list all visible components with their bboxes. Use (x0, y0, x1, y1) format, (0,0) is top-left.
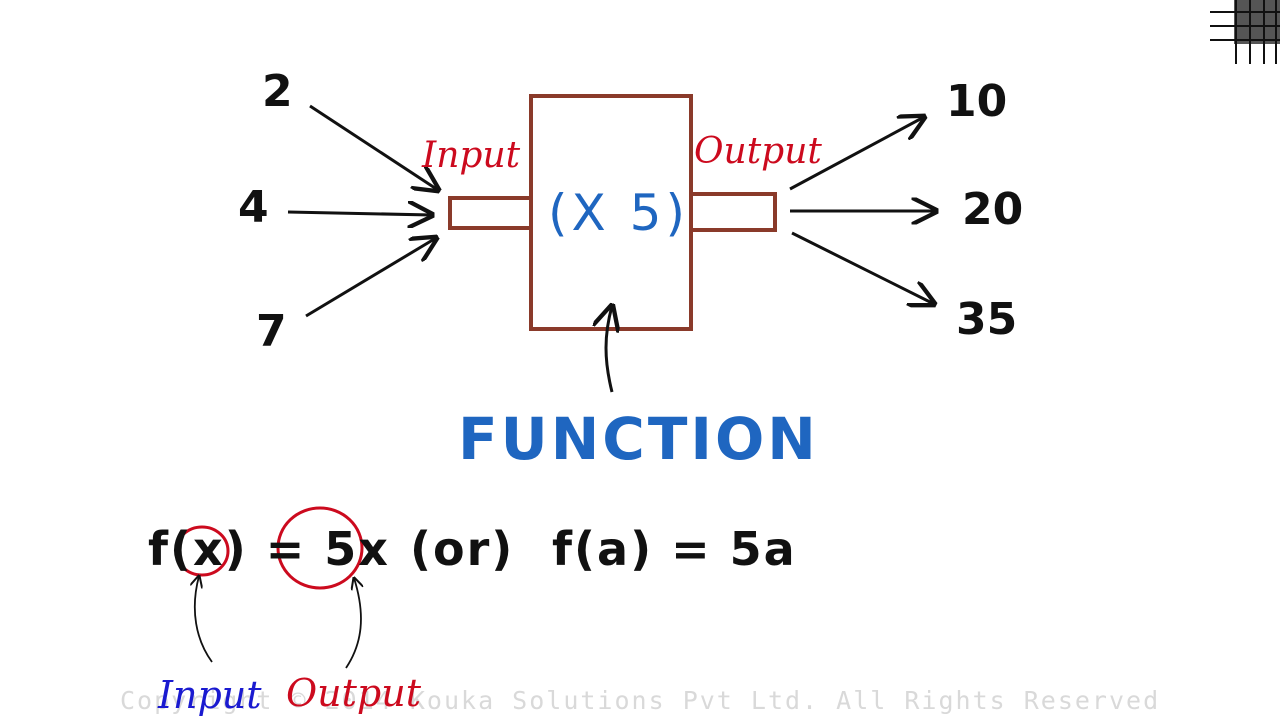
arrow-bottom-output (345, 578, 361, 669)
equation-or: (or) (410, 522, 515, 576)
arrow-output-10 (789, 117, 924, 191)
box-operation-text: (X 5) (548, 184, 689, 242)
arrow-function-pointer (606, 306, 612, 393)
output-value-20: 20 (962, 184, 1024, 235)
input-value-4: 4 (238, 182, 269, 233)
grid-logo (1210, 0, 1280, 64)
arrow-input-4 (287, 212, 432, 215)
output-stub (689, 192, 777, 232)
output-value-35: 35 (956, 294, 1018, 345)
output-value-10: 10 (946, 76, 1008, 127)
circle-output-5x (276, 506, 364, 590)
input-value-7: 7 (256, 306, 287, 357)
function-label: FUNCTION (458, 405, 819, 473)
arrow-input-2 (309, 104, 438, 190)
arrow-input-7 (305, 238, 436, 318)
input-label: Input (422, 135, 521, 176)
output-label: Output (694, 131, 822, 172)
input-value-2: 2 (262, 66, 293, 117)
arrow-output-35 (791, 231, 934, 304)
input-stub (448, 196, 533, 230)
copyright-watermark: Copyright © 2014 Kouka Solutions Pvt Ltd… (120, 686, 1161, 715)
bottom-input-label: Input (158, 673, 262, 717)
equation-fa: f(a) = 5a (552, 522, 797, 576)
equation-fx: f(x) = 5x (148, 522, 390, 576)
bottom-output-label: Output (286, 671, 421, 715)
arrow-bottom-input (195, 576, 213, 663)
